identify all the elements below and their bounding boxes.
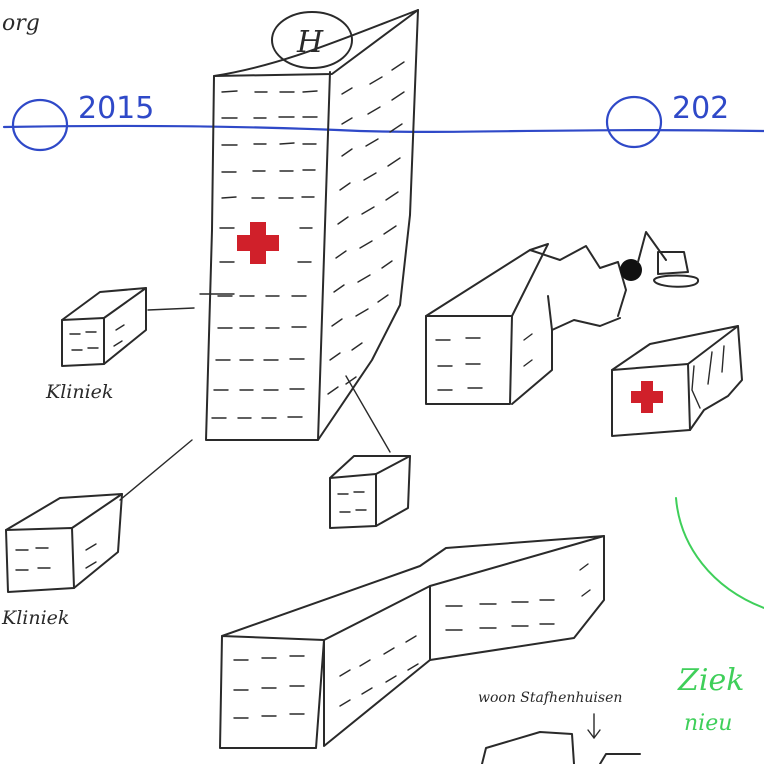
year-2020-label: 202 <box>672 91 729 126</box>
long-building <box>220 536 604 748</box>
connector-line <box>148 308 194 310</box>
hospital-tower: H <box>206 10 418 440</box>
down-arrow-icon <box>588 714 600 738</box>
timeline-marker-2020 <box>607 97 661 147</box>
red-cross-icon <box>631 381 663 413</box>
partial-building <box>482 732 640 764</box>
kliniek-building-2 <box>6 440 192 592</box>
demolished-building <box>426 244 626 404</box>
timeline-line <box>4 126 764 132</box>
damaged-clinic <box>612 326 742 436</box>
year-2015-label: 2015 <box>78 91 154 126</box>
kliniek-label-2: Kliniek <box>1 607 69 629</box>
helipad-label: H <box>296 25 324 60</box>
small-building <box>330 376 410 528</box>
green-arc <box>676 498 764 608</box>
timeline: 2015 202 <box>4 91 764 150</box>
corner-text: org <box>2 11 40 36</box>
green-note-2: nieu <box>684 711 732 736</box>
connector-line <box>346 376 390 452</box>
red-cross-icon <box>237 222 279 264</box>
connector-line <box>120 440 192 500</box>
green-note-1: Ziek <box>677 663 744 698</box>
excavator-icon <box>620 232 698 287</box>
woon-label: woon Stafhenhuisen <box>478 690 622 706</box>
timeline-marker-2015 <box>13 100 67 150</box>
kliniek-label-1: Kliniek <box>45 381 113 403</box>
